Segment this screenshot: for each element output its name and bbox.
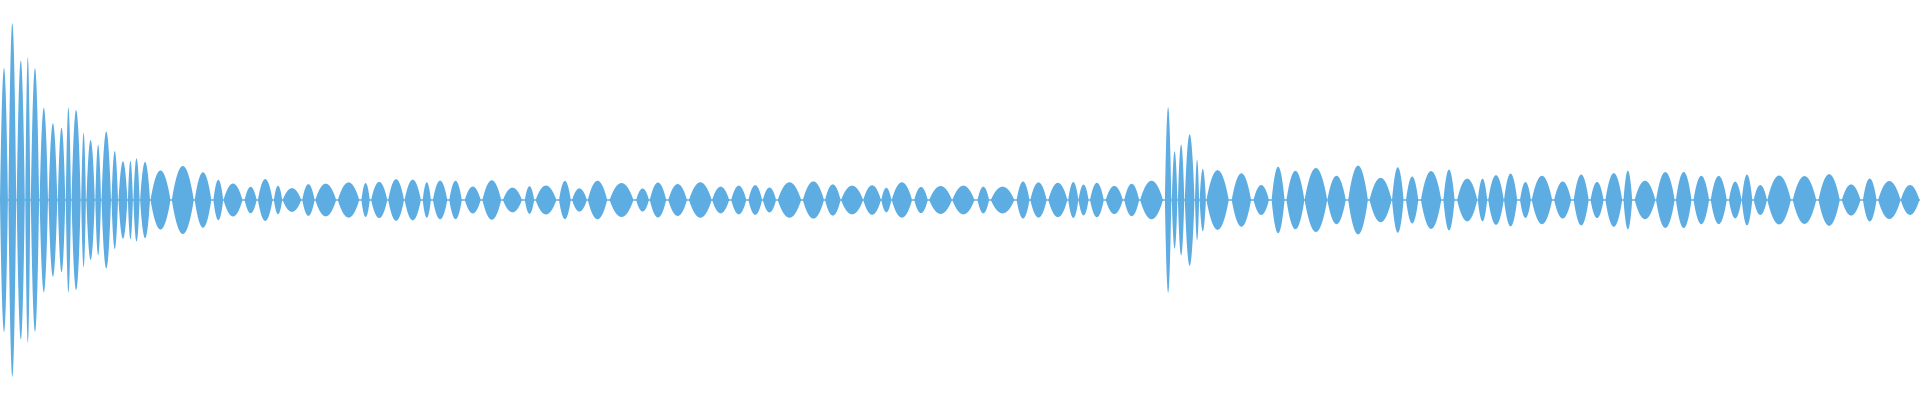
waveform-graphic — [0, 23, 1920, 377]
